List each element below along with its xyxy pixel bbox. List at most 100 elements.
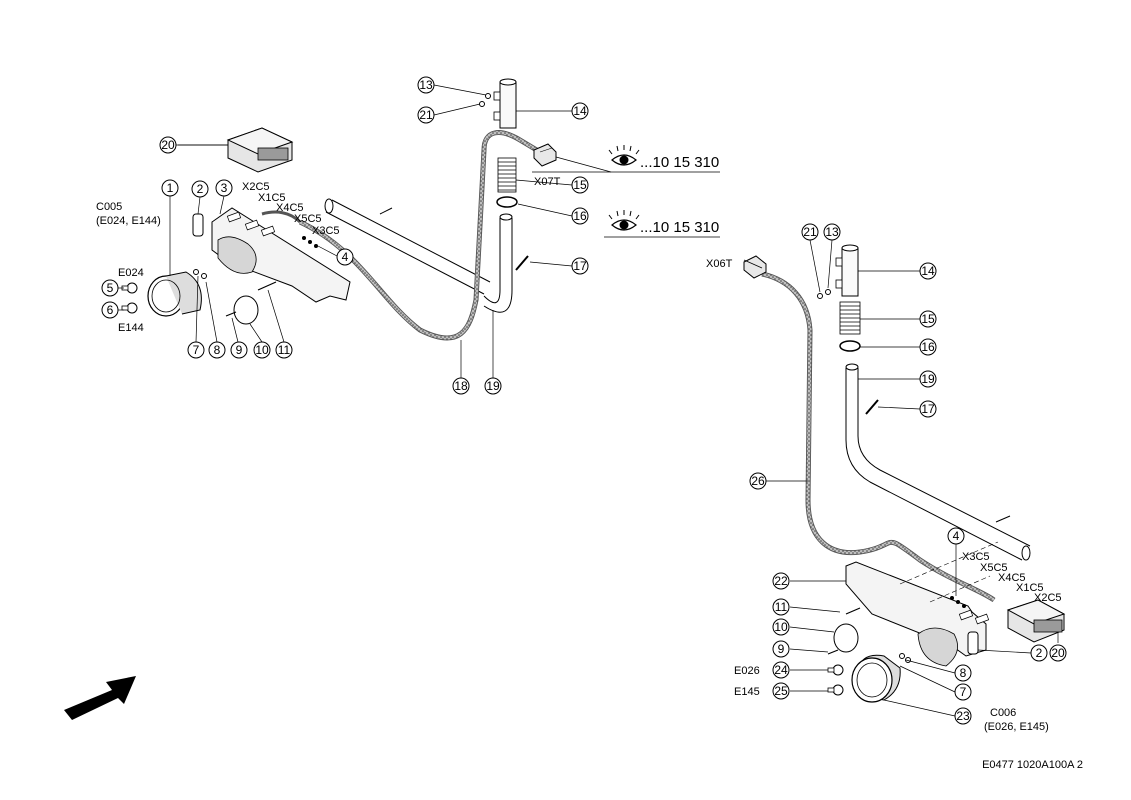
svg-text:18: 18 (454, 379, 468, 393)
insert-2-right (967, 631, 979, 655)
callout-18: 18 (452, 377, 470, 395)
svg-text:21: 21 (419, 108, 433, 122)
bulb-label-e145: E145 (734, 686, 760, 698)
wire-label-x4c5: X4C5 (998, 572, 1026, 584)
wiring-harness-26 (761, 271, 996, 603)
callout-17: 17 (919, 400, 937, 418)
callout-9: 9 (772, 640, 790, 658)
connector-x07t (533, 143, 557, 167)
connector-x06t (743, 255, 767, 279)
callout-16: 16 (919, 338, 937, 356)
callout-22: 22 (772, 572, 790, 590)
left-assembly (121, 78, 557, 341)
see-reference-top: ...10 15 310 (608, 145, 719, 171)
callout-20: 20 (159, 136, 177, 154)
reflector-disc-left (233, 295, 259, 325)
svg-text:20: 20 (161, 138, 175, 152)
svg-text:20: 20 (1051, 646, 1065, 660)
bulb-label-e026: E026 (734, 665, 760, 677)
wire-label-x5c5: X5C5 (294, 213, 322, 225)
callout-4: 4 (336, 248, 354, 266)
wire-label-x2c5: X2C5 (242, 181, 270, 193)
wire-label-x4c5: X4C5 (276, 202, 304, 214)
svg-text:9: 9 (236, 343, 243, 357)
svg-text:23: 23 (956, 709, 970, 723)
labels-right: C006 (E026, E145) E026 E145 X06T X3C5 X5… (706, 258, 1062, 733)
spring-15-left (497, 157, 517, 193)
svg-text:22: 22 (774, 574, 788, 588)
svg-text:25: 25 (774, 684, 788, 698)
connector-label-c006: C006 (990, 707, 1016, 719)
svg-text:17: 17 (573, 259, 587, 273)
callout-4: 4 (947, 527, 965, 545)
callouts-right: 2 4 7 8 9 10 11 13 14 15 16 17 19 20 21 … (749, 223, 1067, 725)
lamp-housing-right (851, 654, 901, 703)
svg-text:4: 4 (953, 529, 960, 543)
svg-text:7: 7 (193, 343, 200, 357)
callout-7: 7 (187, 341, 205, 359)
bulb-e145 (827, 684, 844, 696)
lamp-bracket-plate-right (845, 561, 990, 667)
svg-text:3: 3 (221, 181, 228, 195)
bulb-e144 (121, 302, 138, 314)
tube-19-right (845, 368, 1031, 561)
wire-label-x3c5: X3C5 (962, 551, 990, 563)
connector-label-c005: C005 (96, 201, 122, 213)
svg-text:19: 19 (486, 379, 500, 393)
callout-20: 20 (1049, 644, 1067, 662)
bulb-e024 (121, 282, 138, 294)
svg-text:14: 14 (573, 104, 587, 118)
ring-16-right (839, 340, 861, 352)
direction-arrow-icon (64, 676, 136, 720)
callout-16: 16 (571, 207, 589, 225)
drawing-code: E0477 1020A100A 2 (982, 759, 1083, 771)
svg-text:8: 8 (960, 666, 967, 680)
callout-17: 17 (571, 257, 589, 275)
callout-15: 15 (571, 176, 589, 194)
connector-block-20-right (1006, 599, 1066, 643)
svg-text:6: 6 (107, 303, 114, 317)
bulb-label-e024: E024 (118, 267, 144, 279)
callout-19: 19 (484, 377, 502, 395)
callout-25: 25 (772, 682, 790, 700)
svg-text:17: 17 (921, 402, 935, 416)
svg-text:5: 5 (107, 281, 114, 295)
callout-13: 13 (417, 76, 435, 94)
spring-15-right (839, 301, 861, 335)
wire-label-x2c5: X2C5 (1034, 592, 1062, 604)
callout-13: 13 (823, 223, 841, 241)
eye-icon (608, 210, 640, 231)
u-tube-19-left (483, 218, 513, 313)
callout-3: 3 (215, 179, 233, 197)
wire-label-x3c5: X3C5 (312, 225, 340, 237)
wire-label-x1c5: X1C5 (1016, 582, 1044, 594)
svg-text:9: 9 (778, 642, 785, 656)
leader-lines (118, 84, 1059, 717)
callout-24: 24 (772, 661, 790, 679)
svg-text:14: 14 (921, 264, 935, 278)
eye-icon (608, 145, 640, 166)
callout-7: 7 (954, 683, 972, 701)
wire-label-x5c5: X5C5 (980, 562, 1008, 574)
callout-14: 14 (919, 262, 937, 280)
svg-text:26: 26 (751, 474, 765, 488)
callout-10: 10 (772, 618, 790, 636)
callout-5: 5 (101, 279, 119, 297)
svg-text:21: 21 (803, 225, 817, 239)
lamp-bracket-plate (211, 207, 351, 303)
see-reference-right: ...10 15 310 (608, 210, 719, 236)
callout-15: 15 (919, 310, 937, 328)
svg-text:16: 16 (921, 340, 935, 354)
bulb-e026 (827, 664, 844, 676)
callout-11: 11 (772, 598, 790, 616)
see-reference-text: ...10 15 310 (640, 219, 719, 236)
svg-text:16: 16 (573, 209, 587, 223)
svg-text:11: 11 (278, 343, 291, 357)
pin-17-left (515, 255, 529, 271)
callout-11: 11 (275, 341, 293, 359)
labels-left: C005 (E024, E144) E024 E144 X07T X2C5 X1… (96, 176, 561, 334)
right-assembly (743, 244, 1066, 703)
callout-21: 21 (417, 106, 435, 124)
callout-2: 2 (1030, 644, 1048, 662)
